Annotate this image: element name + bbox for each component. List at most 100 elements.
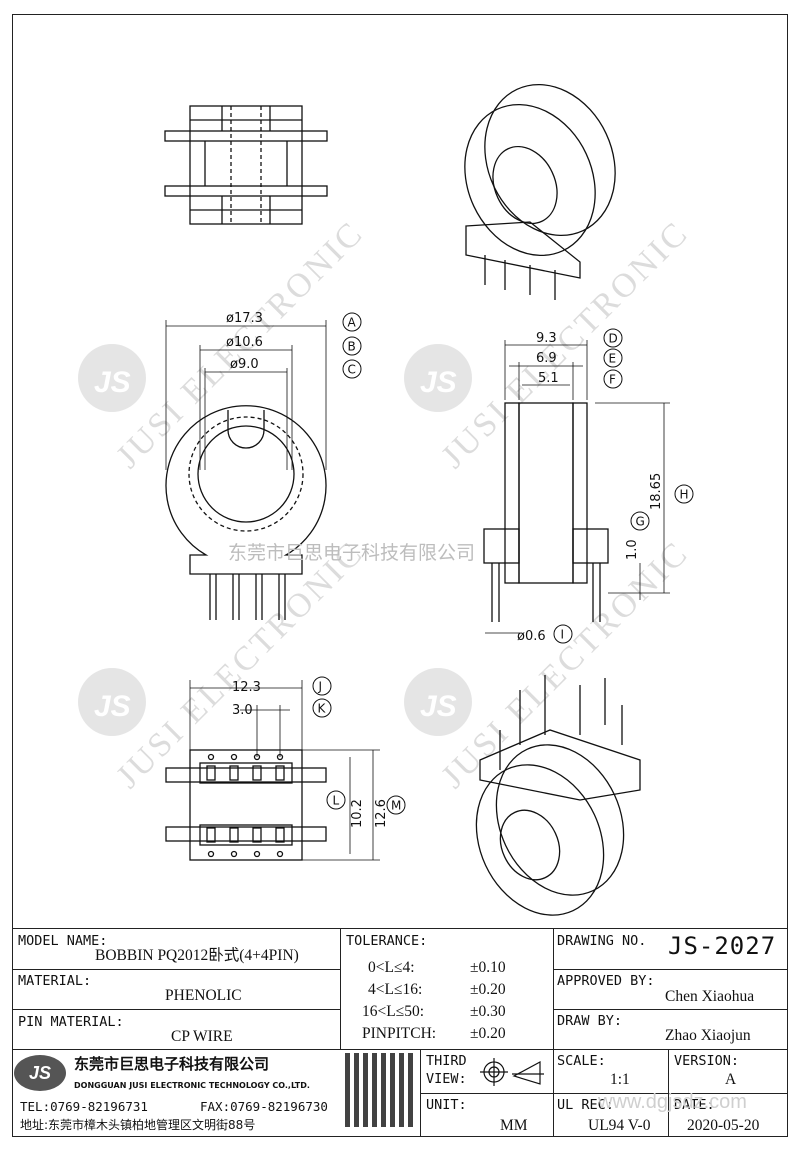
callout-j: J (312, 676, 332, 696)
unit-label: UNIT: (426, 1097, 467, 1113)
svg-text:M: M (391, 799, 401, 813)
dim-d: 9.3 (536, 331, 557, 346)
third-view-label-2: VIEW: (426, 1071, 467, 1087)
dim-j: 12.3 (232, 680, 261, 695)
svg-text:C: C (348, 363, 356, 377)
scale-label: SCALE: (557, 1053, 606, 1069)
dim-l: 10.2 (350, 799, 365, 828)
bottom-view (165, 680, 380, 861)
draw-by-value: Zhao Xiaojun (665, 1027, 751, 1044)
tolerance-value-3: ±0.30 (470, 1003, 506, 1020)
svg-text:E: E (609, 352, 617, 366)
iso-view-top (464, 83, 616, 300)
dim-h: 18.65 (649, 473, 664, 510)
svg-text:JS: JS (420, 690, 457, 723)
front-view (165, 320, 327, 620)
front-dimensions: ø17.3 ø10.6 ø9.0 (226, 311, 263, 372)
pin-material-label: PIN MATERIAL: (18, 1014, 124, 1030)
company-tel: TEL:0769-82196731 (20, 1099, 148, 1114)
svg-text:L: L (333, 794, 340, 808)
material-label: MATERIAL: (18, 973, 92, 989)
model-name-value: BOBBIN PQ2012卧式(4+4PIN) (95, 947, 299, 964)
drawing-no-label: DRAWING NO. (557, 933, 647, 949)
company-logo: JS (14, 1055, 66, 1091)
svg-text:JS: JS (420, 366, 457, 399)
watermark: JS JS JS JS JUSI ELECTRONIC JUSI ELECTRO… (78, 214, 696, 796)
ul-rec-value: UL94 V-0 (588, 1117, 651, 1134)
company-watermark: 东莞市巨思电子科技有限公司 (228, 542, 476, 564)
svg-text:J: J (318, 680, 323, 694)
callout-g: G (630, 511, 650, 531)
tolerance-range-4: PINPITCH: (362, 1025, 437, 1042)
callout-c: C (342, 359, 362, 379)
dim-e: 6.9 (536, 351, 557, 366)
svg-text:JS: JS (94, 690, 131, 723)
company-name-cn: 东莞市巨思电子科技有限公司 (74, 1055, 270, 1073)
company-address: 地址:东莞市樟木头镇柏地管理区文明街88号 (20, 1118, 256, 1132)
svg-text:JS: JS (94, 366, 131, 399)
version-label: VERSION: (674, 1053, 740, 1069)
svg-text:I: I (561, 628, 565, 642)
dim-k: 3.0 (232, 703, 253, 718)
company-fax: FAX:0769-82196730 (200, 1099, 328, 1114)
model-name-label: MODEL NAME: (18, 933, 108, 949)
dim-f: 5.1 (538, 371, 559, 386)
date-label: DATE: (674, 1097, 715, 1113)
technical-drawing: JS JS JS JS JUSI ELECTRONIC JUSI ELECTRO… (78, 83, 696, 916)
svg-text:K: K (318, 702, 327, 716)
callout-d: D (603, 328, 623, 348)
draw-by-label: DRAW BY: (557, 1013, 623, 1029)
material-value: PHENOLIC (165, 987, 242, 1004)
drawing-frame (12, 14, 788, 1137)
top-view (164, 105, 328, 225)
title-block (12, 928, 788, 1138)
approved-by-value: Chen Xiaohua (665, 988, 755, 1005)
scale-value: 1:1 (610, 1071, 630, 1088)
svg-text:B: B (348, 340, 356, 354)
callout-b: B (342, 336, 362, 356)
qr-code (345, 1053, 415, 1127)
date-value: 2020-05-20 (687, 1117, 760, 1134)
callout-k: K (312, 698, 332, 718)
callout-l: L (326, 790, 346, 810)
side-dimensions: 9.3 6.9 5.1 18.65 1.0 ø0.6 (517, 331, 664, 644)
dim-i: ø0.6 (517, 629, 546, 644)
ul-rec-label: UL REC: (557, 1097, 614, 1113)
tolerance-range-3: 16<L≤50: (362, 1003, 425, 1020)
callout-i: I (553, 624, 573, 644)
unit-value: MM (500, 1117, 528, 1134)
approved-by-label: APPROVED BY: (557, 973, 655, 989)
dim-a: ø17.3 (226, 311, 263, 326)
svg-text:G: G (636, 515, 645, 529)
tolerance-value-2: ±0.20 (470, 981, 506, 998)
svg-text:D: D (609, 332, 618, 346)
dim-m: 12.6 (374, 799, 389, 828)
pin-material-value: CP WIRE (171, 1028, 233, 1045)
svg-text:H: H (680, 488, 689, 502)
iso-view-bottom (475, 675, 641, 916)
dim-b: ø10.6 (226, 335, 263, 350)
callout-e: E (603, 348, 623, 368)
svg-text:JUSI ELECTRONIC: JUSI ELECTRONIC (434, 534, 696, 796)
drawing-no-value: JS-2027 (668, 932, 777, 960)
callouts: A B C D E F G H I J K L M (312, 312, 694, 815)
site-watermark: www.dgjsdz.com (598, 1091, 747, 1113)
third-view-label-1: THIRD (426, 1053, 467, 1069)
tolerance-range-2: 4<L≤16: (368, 981, 423, 998)
callout-m: M (386, 795, 406, 815)
side-view (483, 340, 670, 634)
dim-g: 1.0 (625, 539, 640, 560)
third-angle-projection-icon (480, 1058, 544, 1086)
tolerance-value-4: ±0.20 (470, 1025, 506, 1042)
bottom-dimensions: 12.3 3.0 10.2 12.6 (232, 680, 389, 828)
svg-text:A: A (348, 316, 357, 330)
company-name-en: DONGGUAN JUSI ELECTRONIC TECHNOLOGY CO.,… (74, 1081, 310, 1090)
svg-text:JUSI ELECTRONIC: JUSI ELECTRONIC (109, 534, 371, 796)
svg-text:F: F (609, 373, 616, 387)
tolerance-range-1: 0<L≤4: (368, 959, 415, 976)
tolerance-value-1: ±0.10 (470, 959, 506, 976)
dim-c: ø9.0 (230, 357, 259, 372)
tolerance-label: TOLERANCE: (346, 933, 428, 949)
callout-h: H (674, 484, 694, 504)
version-value: A (725, 1071, 737, 1088)
